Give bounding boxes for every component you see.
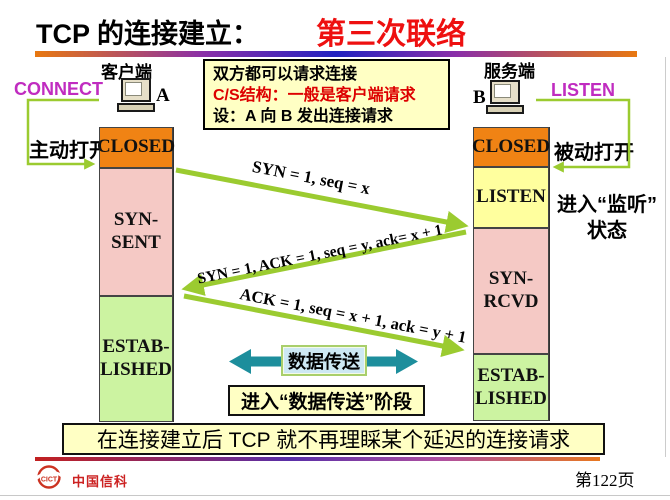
note-line-2: C/S结构：一般是客户端请求 bbox=[213, 87, 416, 104]
syn-arrow bbox=[175, 167, 469, 234]
server-state-listen: LISTEN bbox=[473, 167, 549, 228]
server-role-label: 服务端 bbox=[484, 62, 535, 81]
server-timeline bbox=[548, 127, 550, 421]
connect-primitive-label: CONNECT bbox=[14, 79, 103, 99]
client-computer-icon bbox=[117, 78, 161, 120]
server-state-established: ESTAB- LISHED bbox=[473, 354, 549, 421]
server-host-letter: B bbox=[473, 87, 486, 108]
note-line-1: 双方都可以请求连接 bbox=[213, 66, 358, 83]
computer-base-shape bbox=[117, 103, 155, 112]
slide-highlight-title: 第三次联络 bbox=[316, 18, 466, 51]
data-transfer-box: 数据传送 bbox=[281, 345, 367, 376]
footer-divider bbox=[0, 495, 670, 496]
page-number: 第122页 bbox=[575, 471, 635, 490]
computer-base-shape bbox=[486, 105, 524, 114]
passive-open-connector bbox=[536, 98, 631, 173]
title-divider-bar bbox=[35, 51, 637, 57]
note-box: 双方都可以请求连接 C/S结构：一般是客户端请求 设：A 向 B 发出连接请求 bbox=[203, 59, 450, 130]
listen-primitive-label: LISTEN bbox=[551, 80, 616, 100]
server-state-syn-rcvd: SYN- RCVD bbox=[473, 228, 549, 354]
cict-logo-icon: CICT bbox=[34, 465, 63, 489]
logo-text: CICT bbox=[41, 477, 58, 484]
client-host-letter: A bbox=[156, 85, 170, 106]
passive-open-label: 被动打开 bbox=[554, 142, 634, 164]
brand-name: 中国信科 bbox=[72, 474, 129, 489]
monitor-shape bbox=[490, 80, 520, 104]
transfer-phase-note: 进入“数据传送”阶段 bbox=[228, 385, 425, 416]
server-computer-icon bbox=[486, 80, 530, 122]
client-state-established: ESTAB- LISHED bbox=[99, 296, 173, 422]
listen-state-note: 进入“监听” 状态 bbox=[557, 194, 657, 242]
client-state-closed: CLOSED bbox=[97, 127, 175, 168]
data-transfer-right-arrow bbox=[364, 349, 418, 374]
client-timeline bbox=[172, 127, 174, 422]
slide-edge-line bbox=[665, 57, 666, 457]
footnote-bar: 在连接建立后 TCP 就不再理睬某个延迟的连接请求 bbox=[62, 423, 605, 455]
client-role-label: 客户端 bbox=[101, 63, 152, 82]
active-open-connector bbox=[26, 98, 99, 170]
note-line-3: 设：A 向 B 发出连接请求 bbox=[213, 108, 393, 125]
slide-title: TCP 的连接建立： bbox=[36, 19, 260, 49]
monitor-shape bbox=[121, 78, 151, 102]
ack-arrow bbox=[183, 293, 465, 358]
synack-arrow bbox=[181, 229, 467, 296]
bottom-divider-bar bbox=[35, 457, 600, 461]
client-state-syn-sent: SYN- SENT bbox=[99, 168, 173, 296]
active-open-label: 主动打开 bbox=[29, 140, 109, 162]
server-state-closed: CLOSED bbox=[472, 127, 550, 167]
data-transfer-left-arrow bbox=[229, 349, 283, 374]
